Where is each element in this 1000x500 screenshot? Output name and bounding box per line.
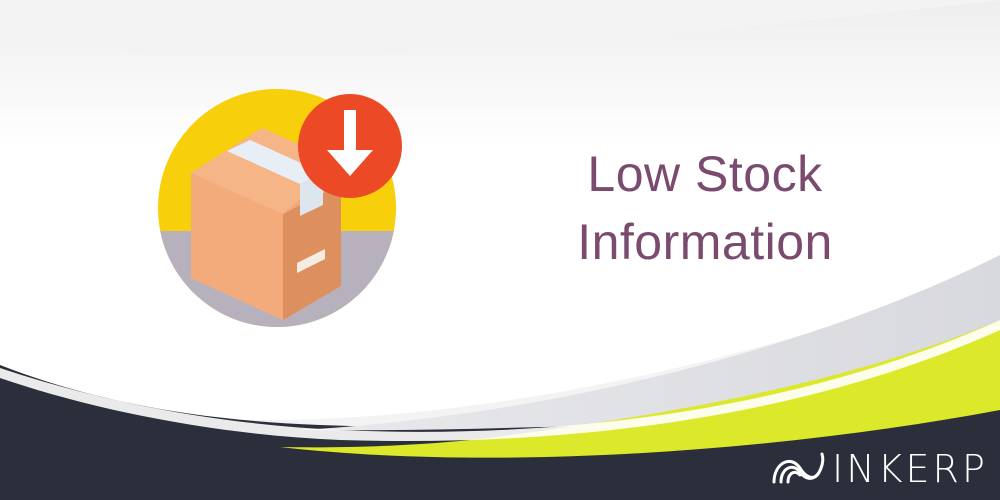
page-title: Low Stock Information — [520, 140, 890, 276]
title-line-1: Low Stock — [587, 146, 823, 202]
winkerp-swirl-logo-icon — [772, 452, 825, 484]
brand-wordmark: INKERP — [832, 447, 988, 491]
lime-wave — [280, 320, 1000, 458]
title-line-2: Information — [577, 214, 833, 270]
arrow-down-icon — [298, 94, 402, 198]
brand-logo: INKERP — [770, 447, 995, 491]
low-stock-box-icon — [158, 89, 402, 327]
